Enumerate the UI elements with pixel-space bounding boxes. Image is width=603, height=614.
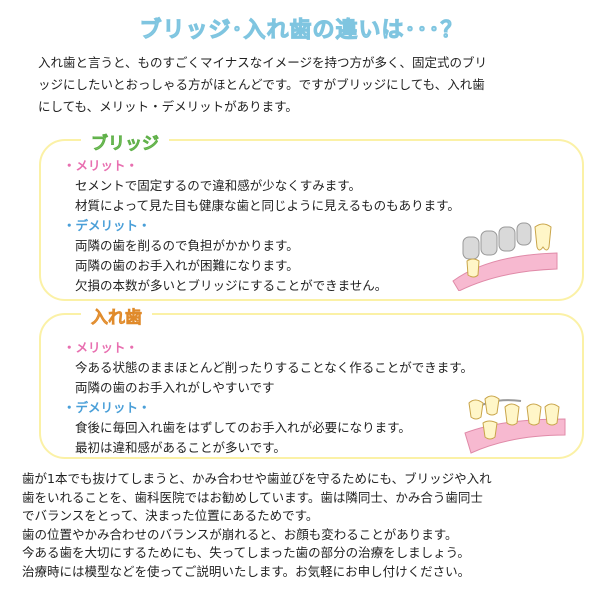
bridge-panel-title: ブリッジ bbox=[81, 129, 169, 154]
bridge-demerit-item: 両隣の歯のお手入れが困難になります。 bbox=[75, 258, 299, 273]
bridge-panel: ブリッジ ・メリット・ セメントで固定するので違和感が少なくすみます。 材質によ… bbox=[39, 129, 584, 301]
denture-demerit-label: ・デメリット・ bbox=[63, 400, 151, 415]
bridge-illustration-icon bbox=[452, 222, 558, 291]
denture-demerit-item: 最初は違和感があることが多いです。 bbox=[75, 440, 286, 455]
footer-line: 歯の位置やかみ合わせのバランスが崩れると、お顔も変わることがあります。 bbox=[22, 526, 458, 542]
bridge-demerit-item: 欠損の本数が多いとブリッジにすることができません。 bbox=[75, 278, 388, 293]
footer-line: 今ある歯を大切にするためにも、失ってしまった歯の部分の治療をしましょう。 bbox=[22, 545, 470, 560]
footer-line: 治療時には模型などを使ってご説明いたします。お気軽にお申し付けください。 bbox=[22, 563, 471, 579]
intro-line: ッジにしたいとおっしゃる方がほとんどです。ですがブリッジにしても、入れ歯 bbox=[38, 77, 485, 92]
bridge-demerit-label: ・デメリット・ bbox=[63, 218, 151, 233]
denture-panel: 入れ歯 ・メリット・ 今ある状態のままほとんど削ったりすることなく作ることができ… bbox=[39, 303, 584, 459]
bridge-merit-item: セメントで固定するので違和感が少なくすみます。 bbox=[75, 178, 362, 193]
denture-merit-label: ・メリット・ bbox=[63, 340, 139, 355]
intro-text: 入れ歯と言うと、ものすごくマイナスなイメージを持つ方が多く、固定式のブリ ッジに… bbox=[38, 52, 583, 118]
denture-merit-item: 両隣の歯のお手入れがしやすいです bbox=[75, 380, 275, 395]
denture-merit-item: 今ある状態のままほとんど削ったりすることなく作ることができます。 bbox=[75, 360, 474, 375]
intro-line: にしても、メリット・デメリットがあります。 bbox=[38, 99, 298, 114]
footer-line: 歯をいれることを、歯科医院ではお勧めしています。歯は隣同士、かみ合う歯同士 bbox=[22, 489, 483, 505]
denture-illustration-icon bbox=[464, 395, 566, 454]
denture-demerit-item: 食後に毎回入れ歯をはずしてのお手入れが必要になります。 bbox=[75, 420, 411, 435]
bridge-merit-label: ・メリット・ bbox=[63, 158, 139, 173]
bridge-demerit-item: 両隣の歯を削るので負担がかかります。 bbox=[75, 238, 299, 253]
footer-line: 歯が1本でも抜けてしまうと、かみ合わせや歯並びを守るためにも、ブリッジや入れ bbox=[22, 471, 492, 486]
footer-line: でバランスをとって、決まった位置にあるためです。 bbox=[22, 508, 319, 523]
denture-panel-title: 入れ歯 bbox=[81, 303, 152, 328]
intro-line: 入れ歯と言うと、ものすごくマイナスなイメージを持つ方が多く、固定式のブリ bbox=[38, 55, 488, 70]
page-title: ブリッジ･入れ歯の違いは･･･？ bbox=[139, 18, 464, 44]
bridge-merit-item: 材質によって見た目も健康な歯と同じように見えるものもあります。 bbox=[75, 198, 460, 213]
footer-text: 歯が1本でも抜けてしまうと、かみ合わせや歯並びを守るためにも、ブリッジや入れ 歯… bbox=[22, 470, 592, 581]
